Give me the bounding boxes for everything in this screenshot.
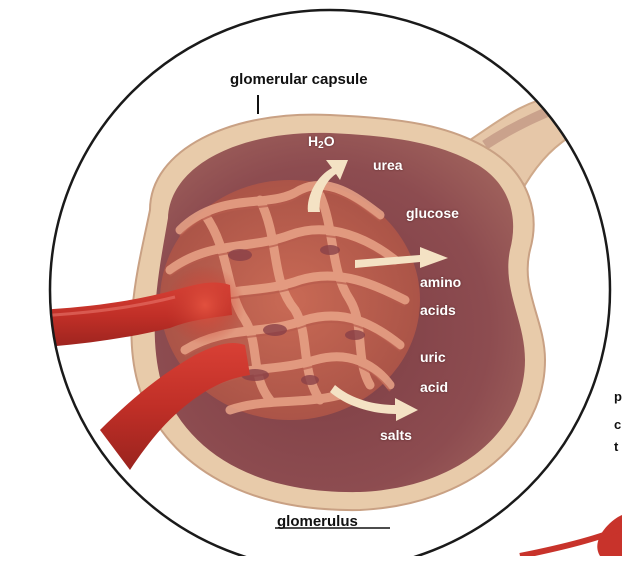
label-uric: uric (420, 349, 446, 365)
label-glomerular-capsule: glomerular capsule (230, 71, 368, 88)
arrow-salts (330, 385, 418, 421)
filtration-arrows (307, 160, 448, 421)
edge-letter-1: p (614, 389, 622, 404)
edge-letter-3: t (614, 439, 619, 454)
arrow-glucose (355, 247, 448, 268)
label-acids: acids (420, 302, 456, 318)
label-glomerulus: glomerulus (277, 513, 358, 530)
arrow-h2o (307, 160, 348, 212)
label-salts: salts (380, 427, 412, 443)
lower-vessel (100, 343, 250, 470)
label-acid: acid (420, 379, 449, 395)
edge-letter-2: c (614, 417, 622, 432)
label-glucose: glucose (406, 205, 459, 221)
label-urea: urea (373, 157, 403, 173)
label-amino: amino (420, 274, 462, 290)
label-water: H2O (308, 133, 335, 151)
view-circle (48, 8, 612, 561)
